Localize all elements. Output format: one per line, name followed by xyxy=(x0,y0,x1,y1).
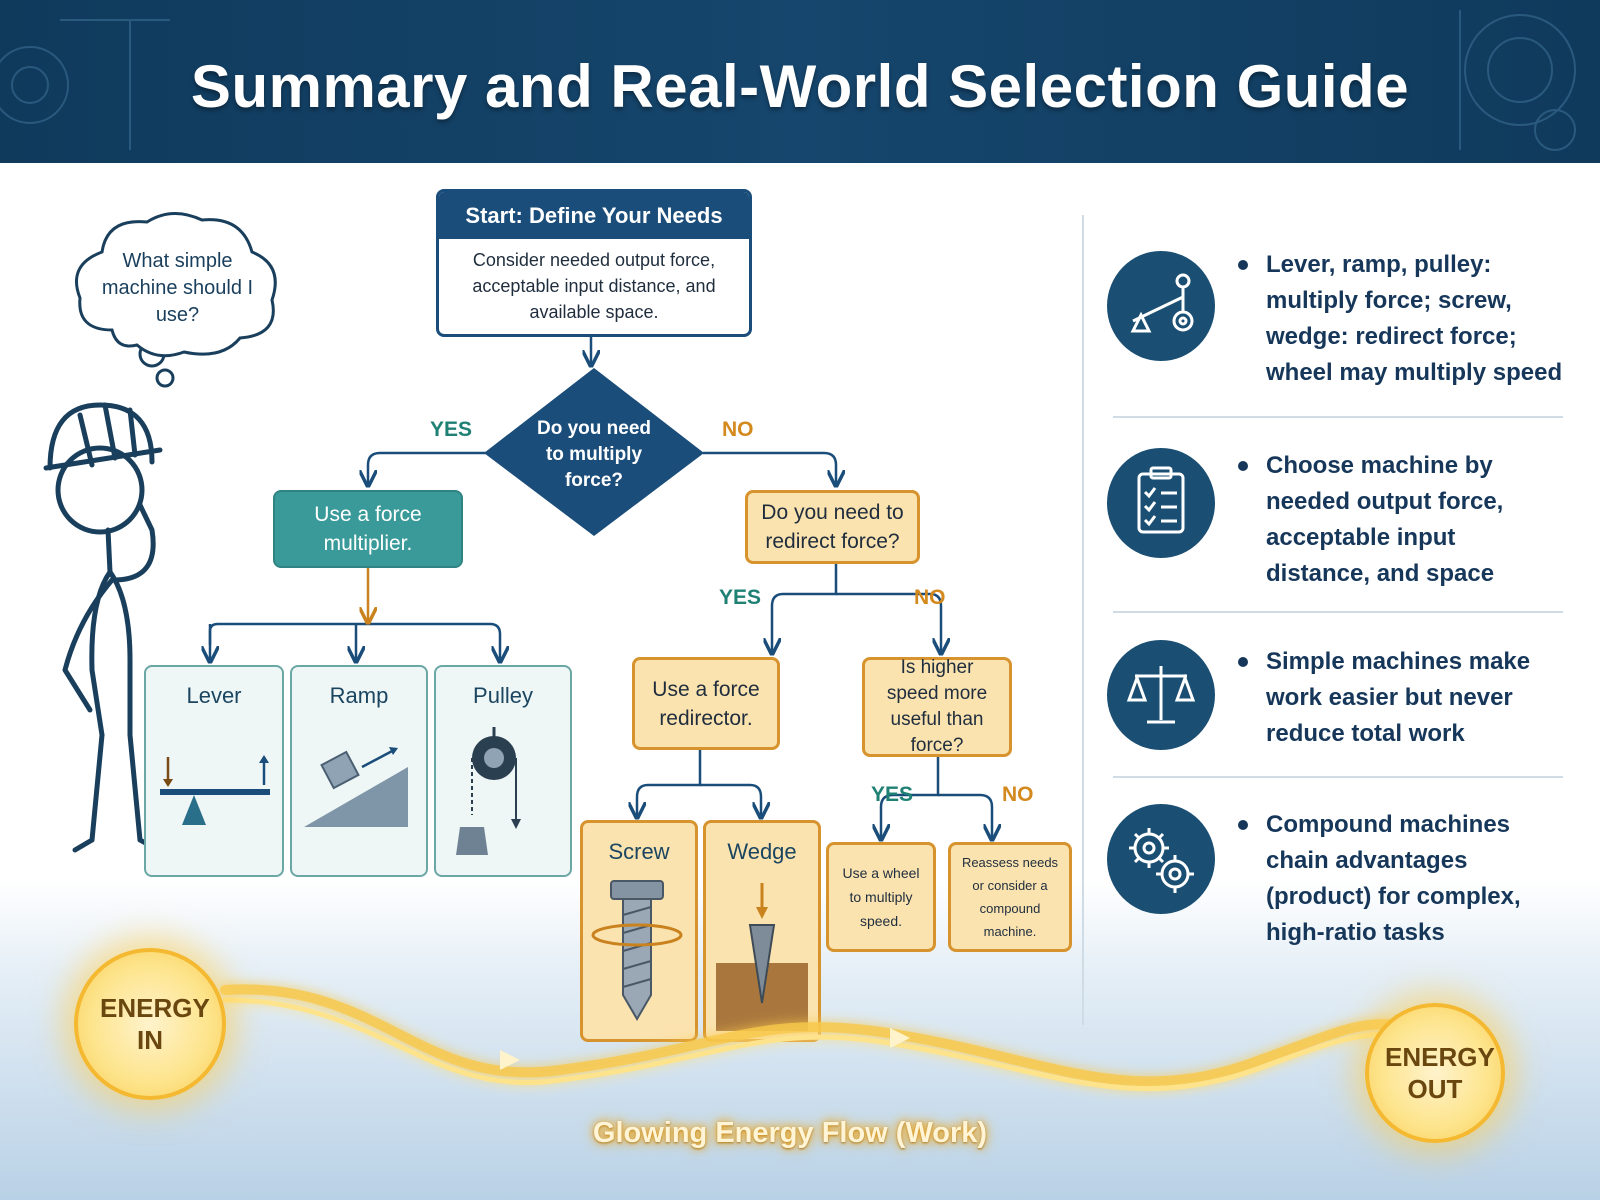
gears-icon xyxy=(1107,804,1215,914)
energy-in-circle: ENERGY IN xyxy=(74,948,226,1100)
thinking-engineer-figure xyxy=(43,340,175,853)
decision-redirect-box: Do you need to redirect force? xyxy=(745,490,920,564)
decision-diamond-multiply xyxy=(484,368,704,536)
lever-card: Lever xyxy=(144,665,284,877)
bullet-dot-3 xyxy=(1238,657,1248,667)
force-redirector-box: Use a force redirector. xyxy=(632,657,780,750)
no-label-speed: NO xyxy=(1002,783,1034,806)
lever-label: Lever xyxy=(186,683,242,708)
lever-pulley-icon xyxy=(1107,251,1215,361)
no-label-redirect: NO xyxy=(914,586,946,609)
decision-speed-box: Is higher speed more useful than force? xyxy=(862,657,1012,757)
page-title: Summary and Real-World Selection Guide xyxy=(190,53,1410,120)
summary-text-1: Lever, ramp, pulley: multiply force; scr… xyxy=(1266,251,1563,386)
reassess-result-box: Reassess needs or consider a compound ma… xyxy=(948,842,1072,952)
energy-flow-caption: Glowing Energy Flow (Work) xyxy=(592,1117,988,1149)
ramp-icon xyxy=(304,747,408,827)
force-multiplier-box: Use a force multiplier. xyxy=(273,490,463,568)
no-label-multiply: NO xyxy=(722,418,754,441)
yes-label-redirect: YES xyxy=(719,586,762,609)
clipboard-checklist-icon xyxy=(1107,448,1215,558)
energy-flow-wave xyxy=(220,984,1400,1091)
divider-2 xyxy=(1113,611,1563,613)
header-banner xyxy=(0,0,1600,163)
summary-text-3: Simple machines make work easier but nev… xyxy=(1266,648,1531,747)
divider-1 xyxy=(1113,416,1563,418)
summary-text-2: Choose machine by needed output force, a… xyxy=(1266,452,1504,587)
pulley-card: Pulley xyxy=(434,665,572,877)
bullet-dot-1 xyxy=(1238,260,1248,270)
bullet-dot-4 xyxy=(1238,820,1248,830)
divider-3 xyxy=(1113,776,1563,778)
blueprint-gear-decoration xyxy=(0,10,1576,151)
energy-in-label: ENERGY IN xyxy=(100,993,210,1055)
pulley-icon xyxy=(456,727,521,855)
thought-cloud xyxy=(75,212,277,358)
decision-multiply-text: Do you need to multiply force? xyxy=(536,418,651,491)
pulley-label: Pulley xyxy=(473,683,533,708)
wedge-icon xyxy=(716,883,808,1031)
ramp-card: Ramp xyxy=(290,665,428,877)
wheel-result-box: Use a wheel to multiply speed. xyxy=(826,842,936,952)
start-box: Start: Define Your Needs Consider needed… xyxy=(436,189,752,337)
lever-icon xyxy=(160,755,270,825)
start-title: Start: Define Your Needs xyxy=(439,192,749,239)
bullet-dot-2 xyxy=(1238,461,1248,471)
energy-out-label: ENERGY OUT xyxy=(1385,1042,1495,1104)
screw-card: Screw xyxy=(580,820,698,1042)
thought-text: What simple machine should I use? xyxy=(101,250,254,326)
wedge-label: Wedge xyxy=(727,839,797,864)
screw-icon xyxy=(591,880,683,1021)
energy-out-circle: ENERGY OUT xyxy=(1365,1003,1505,1143)
summary-text-4: Compound machines chain advantages (prod… xyxy=(1266,811,1521,946)
screw-label: Screw xyxy=(608,839,670,864)
yes-label-speed: YES xyxy=(871,783,914,806)
balance-scale-icon xyxy=(1107,640,1215,750)
ramp-label: Ramp xyxy=(329,683,389,708)
start-body: Consider needed output force, acceptable… xyxy=(472,250,716,322)
yes-label-multiply: YES xyxy=(430,418,473,441)
